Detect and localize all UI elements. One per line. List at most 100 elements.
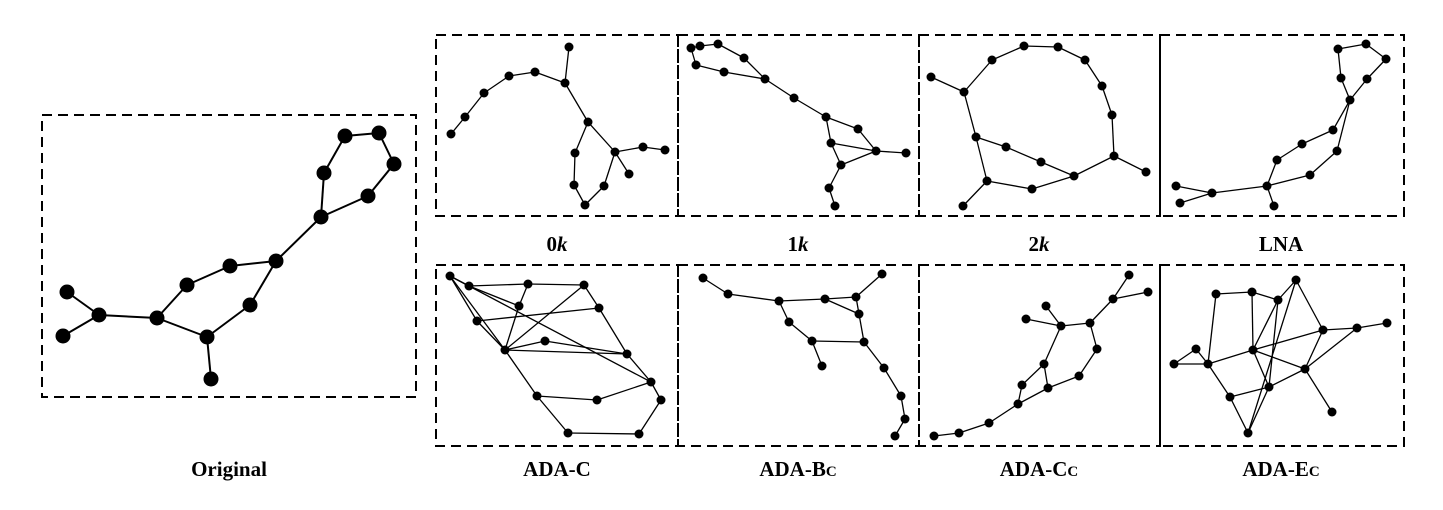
graph-edge xyxy=(504,349,628,355)
graph-edge xyxy=(1175,185,1213,194)
graph-node xyxy=(1169,359,1179,369)
graph-node xyxy=(807,336,817,346)
graph-edge xyxy=(1021,363,1045,386)
graph-node xyxy=(460,112,470,122)
graph-edge xyxy=(1111,114,1115,157)
graph-edge xyxy=(449,275,506,351)
graph-node xyxy=(719,67,729,77)
graph-node xyxy=(472,316,482,326)
graph-node xyxy=(859,337,869,347)
graph-edge xyxy=(564,46,570,84)
caption-2k: 2k xyxy=(939,232,1139,257)
graph-edge xyxy=(504,305,520,351)
caption-text: 1 xyxy=(787,232,799,256)
graph-node xyxy=(563,428,573,438)
graph-node xyxy=(514,301,524,311)
graph-edge xyxy=(1084,59,1103,87)
graph-node xyxy=(179,277,195,293)
graph-node xyxy=(784,317,794,327)
graph-edge xyxy=(1304,368,1333,413)
graph-node xyxy=(854,309,864,319)
panel-lna xyxy=(1159,34,1405,217)
graph-node xyxy=(1305,170,1315,180)
graph-node xyxy=(1361,39,1371,49)
graph-edge xyxy=(1215,291,1253,295)
graph-edge xyxy=(1336,99,1351,152)
graph-node xyxy=(723,289,733,299)
graph-node xyxy=(698,273,708,283)
graph-edge xyxy=(1304,329,1324,370)
graph-node xyxy=(1318,325,1328,335)
graph-node xyxy=(1143,287,1153,297)
graph-node xyxy=(1001,142,1011,152)
graph-node xyxy=(91,307,107,323)
caption-lna: LNA xyxy=(1181,232,1381,257)
caption-text: c xyxy=(1067,457,1079,481)
graph-node xyxy=(570,148,580,158)
graph-edge xyxy=(1043,325,1062,365)
graph-node xyxy=(871,146,881,156)
graph-node xyxy=(836,160,846,170)
graph-edge xyxy=(1017,387,1049,405)
graph-edge xyxy=(824,296,857,300)
caption-text: LNA xyxy=(1258,232,1304,256)
graph-node xyxy=(1332,146,1342,156)
graph-edge xyxy=(840,150,877,166)
graph-edge xyxy=(1101,85,1113,116)
graph-edge xyxy=(1207,363,1231,398)
graph-node xyxy=(830,201,840,211)
graph-node xyxy=(316,165,332,181)
graph-edge xyxy=(1073,155,1115,177)
graph-edge xyxy=(596,381,652,401)
graph-node xyxy=(371,125,387,141)
graph-node xyxy=(523,279,533,289)
graph-edge xyxy=(975,136,988,182)
graph-node xyxy=(337,128,353,144)
graph-edge xyxy=(583,284,600,309)
graph-node xyxy=(1039,359,1049,369)
graph-node xyxy=(242,297,258,313)
graph-node xyxy=(532,391,542,401)
graph-edge xyxy=(855,273,883,298)
graph-node xyxy=(386,156,402,172)
graph-node xyxy=(900,414,910,424)
graph-node xyxy=(1141,167,1151,177)
graph-node xyxy=(890,431,900,441)
caption-text: ADA-E xyxy=(1242,457,1309,481)
graph-edge xyxy=(1229,396,1249,434)
graph-node xyxy=(1362,74,1372,84)
graph-node xyxy=(149,310,165,326)
graph-edge xyxy=(1252,349,1270,388)
graph-edge xyxy=(638,399,662,435)
graph-node xyxy=(686,43,696,53)
graph-edge xyxy=(573,152,576,186)
graph-node xyxy=(1248,345,1258,355)
graph-node xyxy=(959,87,969,97)
graph-edge xyxy=(723,71,766,80)
graph-edge xyxy=(206,304,251,338)
graph-node xyxy=(580,200,590,210)
graph-node xyxy=(1273,295,1283,305)
graph-node xyxy=(1291,275,1301,285)
graph-node xyxy=(583,117,593,127)
graph-node xyxy=(1243,428,1253,438)
graph-edge xyxy=(963,91,977,138)
graph-edge xyxy=(1252,349,1306,370)
graph-edge xyxy=(1266,174,1311,187)
graph-edge xyxy=(449,275,478,322)
graph-edge xyxy=(536,395,569,434)
graph-edge xyxy=(504,349,538,397)
graph-node xyxy=(1053,42,1063,52)
graph-edge xyxy=(504,340,546,351)
graph-node xyxy=(691,60,701,70)
graph-node xyxy=(1074,371,1084,381)
graph-node xyxy=(203,371,219,387)
graph-edge xyxy=(988,403,1019,424)
graph-edge xyxy=(1040,161,1075,177)
graph-node xyxy=(479,88,489,98)
graph-edge xyxy=(1356,322,1388,329)
graph-edge xyxy=(156,317,208,338)
graph-node xyxy=(622,349,632,359)
caption-text: ADA-C xyxy=(999,457,1068,481)
graph-edge xyxy=(857,128,877,152)
